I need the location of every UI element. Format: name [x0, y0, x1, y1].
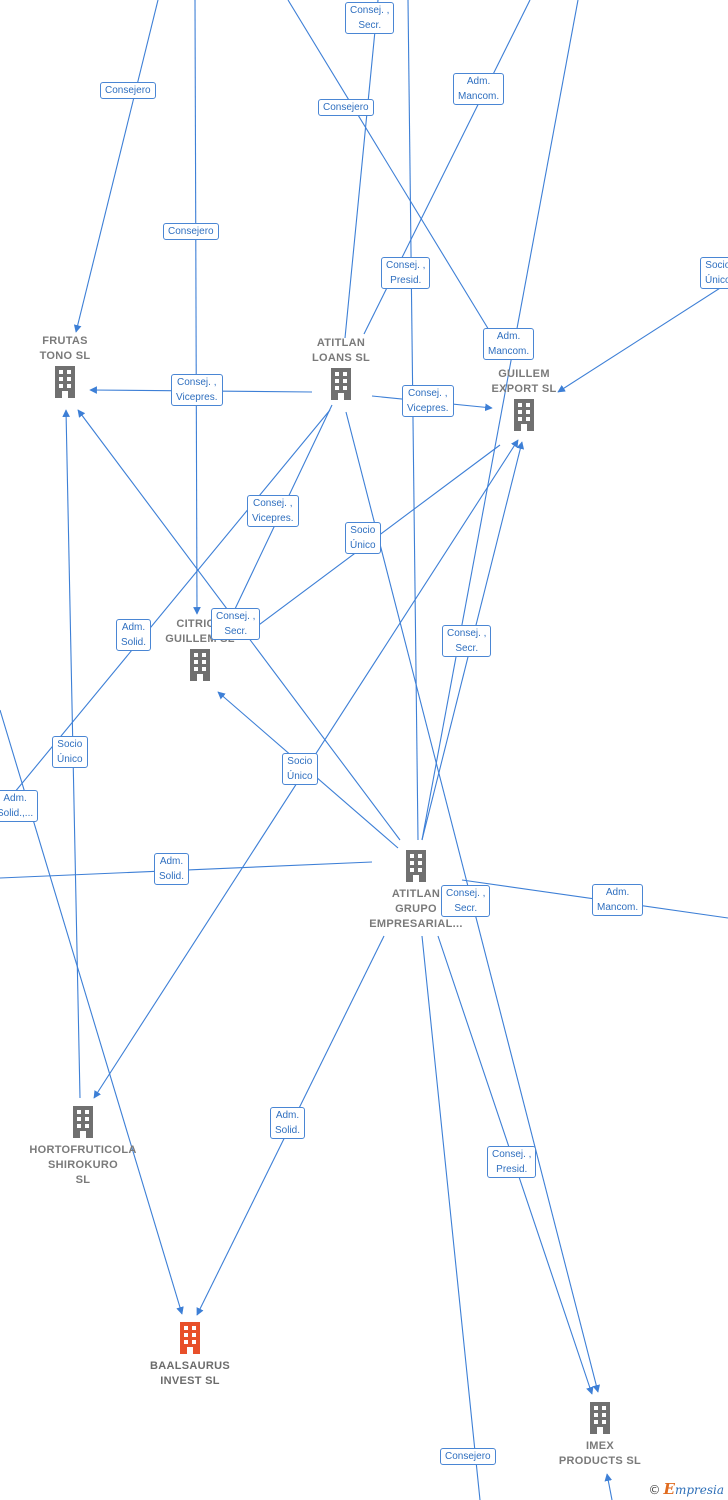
company-node-guillem-export[interactable]: GUILLEM EXPORT SL: [478, 367, 570, 436]
role-label[interactable]: Adm.Solid.: [116, 619, 152, 651]
role-label[interactable]: Adm.Mancom.: [483, 328, 535, 360]
company-name: FRUTAS TONO SL: [39, 335, 91, 362]
role-label[interactable]: Adm.Mancom.: [592, 884, 644, 916]
role-label[interactable]: Adm.Solid.: [270, 1107, 306, 1139]
company-name: ATITLAN LOANS SL: [311, 337, 370, 364]
empresia-logo[interactable]: ©Empresia: [648, 1480, 725, 1498]
edge: [287, 0, 496, 341]
role-label[interactable]: Consej. ,Presid.: [381, 257, 431, 289]
building-icon: [331, 368, 351, 400]
company-node-frutas-tono[interactable]: FRUTAS TONO SL: [22, 334, 108, 403]
edge: [344, 0, 379, 339]
building-icon: [406, 850, 426, 882]
role-label[interactable]: Consej. ,Vicepres.: [402, 385, 454, 417]
company-node-baalsaurus-focus[interactable]: BAALSAURUS INVEST SL: [138, 1320, 242, 1389]
role-label[interactable]: Consejero: [163, 223, 219, 240]
role-label[interactable]: Consej. ,Secr.: [442, 625, 492, 657]
company-name: ATITLAN GRUPO EMPRESARIAL...: [369, 888, 463, 930]
role-label[interactable]: Adm.Mancom.: [453, 73, 505, 105]
edge: [407, 0, 419, 841]
edge: [421, 935, 481, 1500]
edge: [73, 0, 159, 333]
building-icon: [73, 1106, 93, 1138]
role-label[interactable]: Consej. ,Vicepres.: [171, 374, 223, 406]
role-label[interactable]: Adm.Solid.,...: [0, 790, 39, 822]
building-icon: [514, 399, 534, 431]
company-node-hortofruticola[interactable]: HORTOFRUTICOLA SHIROKURO SL: [22, 1104, 144, 1188]
building-icon: [190, 649, 210, 681]
role-label[interactable]: Consej. ,Secr.: [211, 608, 261, 640]
role-label[interactable]: Consej. ,Presid.: [487, 1146, 537, 1178]
edge: [193, 0, 201, 615]
building-icon-highlighted: [180, 1322, 200, 1354]
edge: [0, 409, 331, 811]
company-name: HORTOFRUTICOLA SHIROKURO SL: [29, 1144, 137, 1186]
company-name: IMEX PRODUCTS SL: [558, 1440, 642, 1467]
company-node-atitlan-loans[interactable]: ATITLAN LOANS SL: [298, 336, 384, 405]
role-label[interactable]: Consej. ,Secr.: [345, 2, 395, 34]
role-label[interactable]: Consejero: [318, 99, 374, 116]
building-icon: [55, 366, 75, 398]
edge: [557, 282, 728, 393]
company-name: GUILLEM EXPORT SL: [491, 368, 557, 395]
company-name: BAALSAURUS INVEST SL: [150, 1360, 230, 1387]
role-label[interactable]: Consej. ,Secr.: [441, 885, 491, 917]
role-label[interactable]: Adm.Solid.: [154, 853, 190, 885]
company-node-atitlan-grupo[interactable]: ATITLAN GRUPO EMPRESARIAL...: [360, 848, 472, 932]
role-label[interactable]: Consejero: [100, 82, 156, 99]
company-node-imex-products[interactable]: IMEX PRODUCTS SL: [552, 1400, 648, 1469]
edge: [604, 1473, 613, 1500]
role-label[interactable]: Consejero: [440, 1448, 496, 1465]
role-label[interactable]: Consej. ,Vicepres.: [247, 495, 299, 527]
building-icon: [590, 1402, 610, 1434]
